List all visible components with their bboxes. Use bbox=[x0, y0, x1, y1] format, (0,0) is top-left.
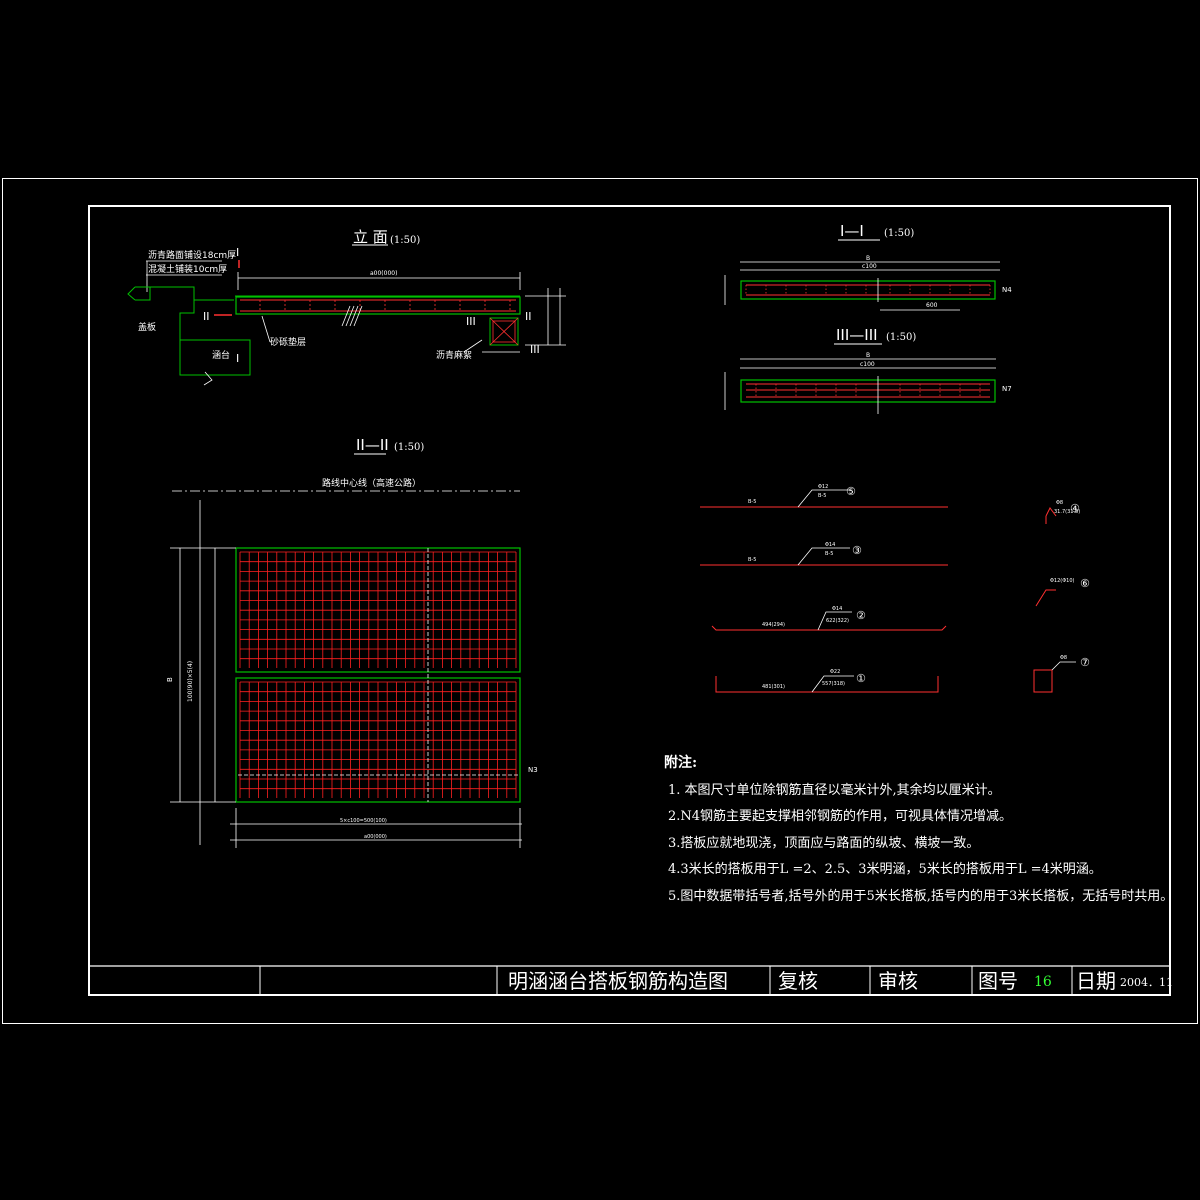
bar1-left: 481(301) bbox=[762, 684, 785, 690]
section-1-scale: (1:50) bbox=[884, 228, 914, 239]
section-3-scale: (1:50) bbox=[886, 332, 916, 343]
section-mark-III-left: III bbox=[466, 315, 476, 328]
section-mark-I-top: I bbox=[236, 246, 239, 259]
note-item: 3.搭板应就地现浇，顶面应与路面的纵坡、横坡一致。 bbox=[668, 836, 980, 851]
note-item: 1. 本图尺寸单位除钢筋直径以毫米计外,其余均以厘米计。 bbox=[668, 783, 1001, 798]
elevation-slab bbox=[235, 296, 521, 315]
abutment-cap-label: 盖板 bbox=[138, 321, 156, 333]
bar4-sub: 31.7(31.8) bbox=[1054, 509, 1080, 515]
section-2-tag: N3 bbox=[528, 766, 538, 774]
bar5-text: B-5 bbox=[818, 493, 826, 499]
section-3-view: III—III (1:50) B c100 N7 bbox=[724, 326, 1012, 414]
section-1-title: I—I bbox=[840, 222, 864, 240]
section-3-tag: N7 bbox=[1002, 385, 1012, 393]
section-2-dim-bottom: 5×c100=500(100) bbox=[340, 818, 387, 824]
audit-label: 审核 bbox=[878, 969, 918, 993]
bar3-text: B-5 bbox=[825, 551, 833, 557]
bar3-len: Φ14 bbox=[825, 542, 835, 548]
bar1-len: Φ22 bbox=[830, 669, 840, 675]
elevation-scale: (1:50) bbox=[390, 235, 420, 246]
section-mark-II-right: II bbox=[525, 310, 532, 323]
gravel-label: 砂砾垫层 bbox=[270, 336, 306, 348]
section-2-dim-left: B bbox=[166, 677, 174, 682]
section-3-dim-top: B bbox=[866, 352, 870, 359]
sheet-label: 图号 bbox=[978, 969, 1018, 993]
rebar-mesh bbox=[239, 551, 517, 798]
plan-slab-upper bbox=[235, 547, 521, 673]
bar1-sub: 557(318) bbox=[822, 681, 845, 687]
asphalt-label: 沥青麻絮 bbox=[436, 349, 472, 361]
section-2-scale: (1:50) bbox=[394, 442, 424, 453]
section-1-dim-top: B bbox=[866, 255, 870, 262]
bar2-sub: 622(322) bbox=[826, 618, 849, 624]
bar4-len: Φ8 bbox=[1056, 500, 1063, 506]
abutment-label: 涵台 bbox=[212, 349, 230, 361]
bar2-left: 494(294) bbox=[762, 622, 785, 628]
bar3-tag: ③ bbox=[852, 544, 862, 557]
bar7-tag: ⑦ bbox=[1080, 656, 1090, 669]
bar-schedule: Φ12 B-5 ⑤ B-5 Φ14 B-5 ③ B-5 Φ14 622(322)… bbox=[700, 484, 1090, 693]
bar5-left: B-5 bbox=[748, 499, 756, 505]
note-item: 5.图中数据带括号者,括号外的用于5米长搭板,括号内的用于3米长搭板，无括号时共… bbox=[668, 889, 1174, 904]
bar6-tag: ⑥ bbox=[1080, 577, 1090, 590]
elevation-title: 立 面 bbox=[353, 228, 388, 246]
section-mark-III-right: III bbox=[530, 343, 540, 356]
centerline-label: 路线中心线（高速公路） bbox=[322, 477, 421, 489]
section-1-tag: N4 bbox=[1002, 286, 1012, 294]
date-value: 2004．11 bbox=[1120, 976, 1173, 989]
section-2-dim-bottom-total: a00(000) bbox=[364, 834, 387, 840]
inner-frame bbox=[88, 205, 1171, 996]
section-2-view: II—II (1:50) 路线中心线（高速公路） N3 B 100(90)×5(… bbox=[166, 436, 538, 848]
section-3-dim-inner: c100 bbox=[860, 361, 875, 368]
date-label: 日期 bbox=[1076, 969, 1116, 993]
section-1-view: I—I (1:50) B c100 600 N4 bbox=[724, 222, 1012, 311]
section-1-dim-bot: 600 bbox=[926, 302, 938, 309]
title-block: 明涵涵台搭板钢筋构造图 复核 审核 图号 16 日期 2004．11 bbox=[89, 965, 1173, 995]
drawing-title: 明涵涵台搭板钢筋构造图 bbox=[508, 969, 728, 993]
layer-label-2: 混凝土铺装10cm厚 bbox=[148, 263, 227, 275]
section-2-title: II—II bbox=[356, 436, 389, 454]
elevation-dim-top: a00(000) bbox=[370, 270, 397, 277]
sheet-number: 16 bbox=[1034, 974, 1052, 990]
review-label: 复核 bbox=[778, 969, 818, 993]
plan-slab-lower bbox=[235, 677, 521, 803]
bar5-len: Φ12 bbox=[818, 484, 828, 490]
bar3-left: B-5 bbox=[748, 557, 756, 563]
section-2-dim-left2: 100(90)×5(4) bbox=[187, 661, 194, 702]
section-3-title: III—III bbox=[836, 326, 878, 344]
section-mark-I-bottom: I bbox=[236, 352, 239, 365]
note-item: 2.N4钢筋主要起支撑相邻钢筋的作用，可视具体情况增减。 bbox=[668, 809, 1013, 824]
bar2-tag: ② bbox=[856, 609, 866, 622]
outer-frame bbox=[2, 178, 1198, 1024]
notes-heading: 附注: bbox=[664, 755, 698, 771]
section-1-dim-inner: c100 bbox=[862, 263, 877, 270]
bar4-tag: ④ bbox=[1070, 502, 1080, 515]
section-mark-II-left: II bbox=[203, 310, 210, 323]
note-item: 4.3米长的搭板用于L =2、2.5、3米明涵，5米长的搭板用于L =4米明涵。 bbox=[668, 862, 1102, 877]
bar7-len: Φ8 bbox=[1060, 655, 1067, 661]
bar2-len: Φ14 bbox=[832, 606, 842, 612]
elevation-view: 立 面 (1:50) 沥青路面铺设18cm厚 混凝土铺装10cm厚 a00(00… bbox=[127, 228, 566, 386]
bar5-tag: ⑤ bbox=[846, 485, 856, 498]
bar1-tag: ① bbox=[856, 672, 866, 685]
layer-label-1: 沥青路面铺设18cm厚 bbox=[148, 249, 236, 261]
bar6-len: Φ12(Φ10) bbox=[1050, 578, 1075, 584]
